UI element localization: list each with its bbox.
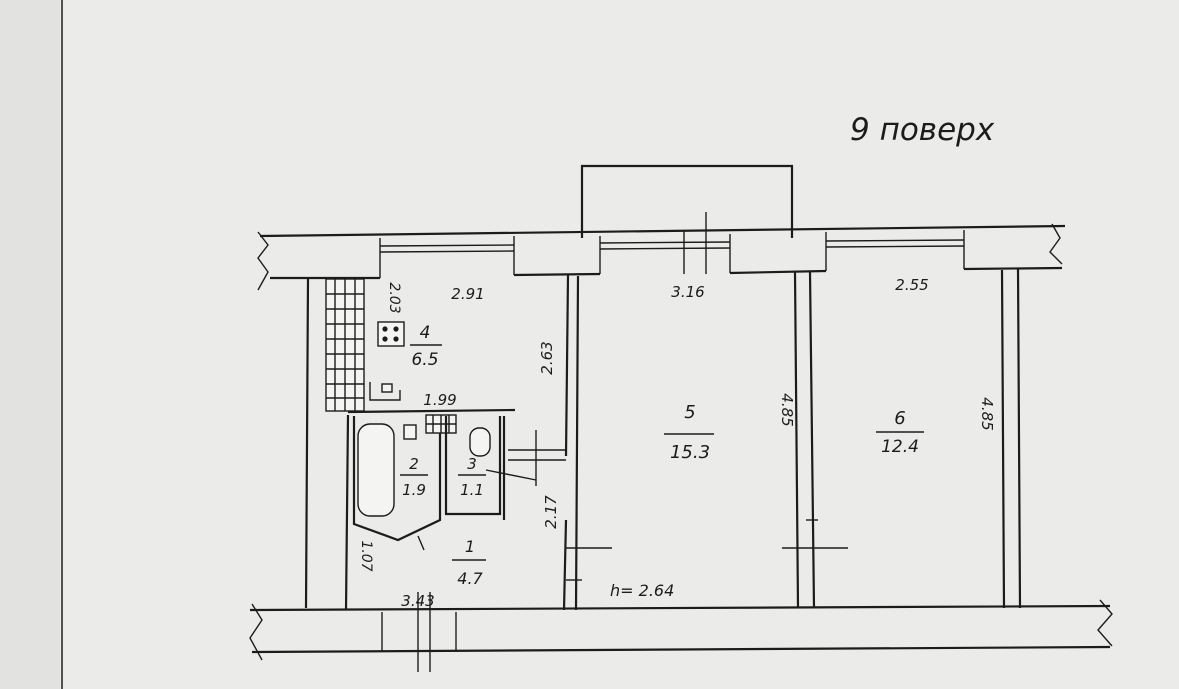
bottom-wall (249, 592, 1111, 672)
dim-hall-side: 1.07 (358, 540, 374, 571)
room-5-walls (566, 271, 800, 611)
stove (377, 321, 405, 347)
room-number: 2 (409, 455, 419, 473)
room-area: 15.3 (670, 442, 710, 463)
toilet (469, 427, 491, 457)
dim-room-6-width: 2.55 (895, 276, 928, 294)
dim-kitchen-depth: 2.63 (538, 341, 556, 374)
room-number: 4 (420, 323, 431, 343)
kitchen-tiles (325, 278, 365, 412)
room-area: 1.9 (402, 481, 426, 499)
window-room-5 (599, 212, 731, 274)
dim-room-5-depth: 4.85 (778, 393, 796, 426)
room-2-label: 2 1.9 (400, 455, 428, 499)
left-wall (304, 277, 350, 611)
ceiling-height: h= 2.64 (610, 581, 674, 600)
room-1-label: 1 4.7 (452, 537, 486, 588)
room-number: 5 (684, 402, 695, 423)
paper-margin (0, 0, 60, 689)
dim-room-5-width: 3.16 (671, 283, 704, 301)
room-3-walls (444, 416, 566, 520)
balcony (580, 164, 794, 238)
bathtub (357, 423, 395, 517)
room-number: 6 (894, 408, 905, 429)
window-kitchen (379, 244, 515, 253)
dim-kitchen-width: 2.91 (451, 285, 484, 303)
dim-bath-width: 1.99 (423, 391, 456, 409)
washbasin (403, 424, 417, 440)
break-bottom-left (249, 603, 263, 661)
room-2-walls (352, 416, 442, 542)
room-area: 12.4 (881, 437, 919, 457)
room-6-walls (782, 267, 1022, 609)
room-5-label: 5 15.3 (664, 402, 714, 463)
dim-hall-depth: 2.17 (542, 495, 560, 529)
room-number: 1 (465, 537, 475, 556)
room-3-label: 3 1.1 (458, 455, 486, 499)
dim-hall-width: 3.43 (401, 592, 434, 610)
kitchen-riser (369, 382, 401, 401)
break-top-right (1049, 223, 1063, 265)
dim-kitchen-small: 2.03 (386, 282, 402, 313)
break-bottom-right (1097, 599, 1113, 647)
room-4-walls (347, 274, 570, 457)
room-4-label: 4 6.5 (410, 323, 442, 370)
floor-label: 9 поверх (850, 112, 995, 148)
top-wall (259, 224, 1066, 280)
room-area: 1.1 (460, 481, 484, 499)
break-top-left (257, 231, 269, 291)
room-1-walls (417, 519, 568, 611)
room-area: 6.5 (411, 350, 438, 370)
window-room-6 (825, 239, 965, 248)
dim-room-6-depth: 4.85 (978, 397, 996, 430)
room-area: 4.7 (457, 569, 483, 588)
vent-grid (425, 414, 457, 434)
room-6-label: 6 12.4 (876, 408, 924, 457)
room-number: 3 (467, 455, 477, 473)
